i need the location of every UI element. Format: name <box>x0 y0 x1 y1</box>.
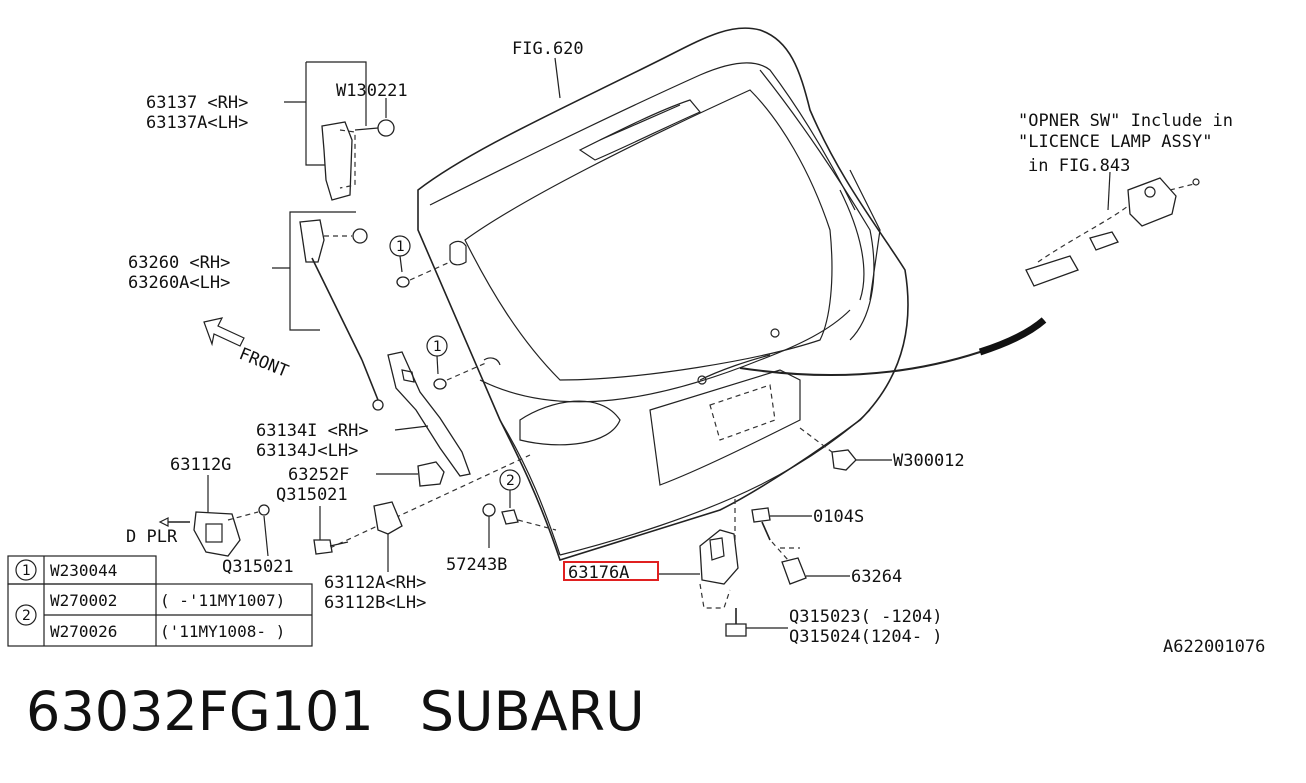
legend-part-w230044[interactable]: W230044 <box>50 561 117 580</box>
callout-1-lower-number: 1 <box>433 339 442 355</box>
footer: 63032FG101 SUBARU <box>26 680 645 743</box>
highlight-box-63176a <box>563 561 659 581</box>
part-63176a-latch <box>658 498 739 609</box>
fig-620-leader <box>554 57 561 99</box>
label-63260-rh[interactable]: 63260 <RH> <box>128 253 230 273</box>
label-q315021-lower[interactable]: Q315021 <box>222 557 294 577</box>
label-63134i-rh[interactable]: 63134I <RH> <box>256 421 369 441</box>
part-63134-trim <box>387 351 471 477</box>
label-w300012[interactable]: W300012 <box>893 451 965 471</box>
part-63112g-striker <box>158 475 270 557</box>
label-63112b-lh[interactable]: 63112B<LH> <box>324 593 426 613</box>
label-w130221[interactable]: W130221 <box>336 81 408 101</box>
label-63137-rh[interactable]: 63137 <RH> <box>146 93 248 113</box>
brand-name: SUBARU <box>419 680 645 743</box>
part-q315021-bolt <box>313 506 349 555</box>
label-63176a[interactable]: 63176A <box>568 563 629 583</box>
label-57243b[interactable]: 57243B <box>446 555 507 575</box>
label-0104s[interactable]: 0104S <box>813 507 864 527</box>
part-63137 <box>284 61 395 201</box>
part-57243b <box>482 503 496 548</box>
label-q315023[interactable]: Q315023( -1204) <box>789 607 943 627</box>
callout-2-number: 2 <box>506 473 515 489</box>
part-63252f <box>376 461 445 487</box>
label-63134j-lh[interactable]: 63134J<LH> <box>256 441 358 461</box>
label-q315021-upper[interactable]: Q315021 <box>276 485 348 505</box>
legend-note-w270002: ( -'11MY1007) <box>160 591 285 610</box>
diagram-code: A622001076 <box>1163 637 1265 657</box>
label-63112a-rh[interactable]: 63112A<RH> <box>324 573 426 593</box>
callout-1-top-number: 1 <box>396 239 405 255</box>
part-63260-strut <box>272 211 384 411</box>
front-arrow <box>203 317 245 347</box>
part-63264 <box>780 547 850 585</box>
part-opener-switch <box>739 171 1200 377</box>
label-63252f[interactable]: 63252F <box>288 465 349 485</box>
legend-part-w270002[interactable]: W270002 <box>50 591 117 610</box>
label-opener-line1[interactable]: "OPNER SW" Include in <box>1018 111 1233 131</box>
legend-key-2: 2 <box>22 608 31 624</box>
tailgate-drawing <box>417 27 909 561</box>
label-opener-line3[interactable]: in FIG.843 <box>1028 156 1130 176</box>
callout-2: 2 <box>499 469 557 531</box>
label-opener-line2[interactable]: "LICENCE LAMP ASSY" <box>1018 132 1212 152</box>
front-label[interactable]: FRONT <box>236 344 291 382</box>
label-63112g[interactable]: 63112G <box>170 455 231 475</box>
label-63264[interactable]: 63264 <box>851 567 902 587</box>
label-d-plr[interactable]: D PLR <box>126 527 178 547</box>
centerline <box>329 454 531 549</box>
part-w300012 <box>799 427 892 471</box>
part-63112a <box>373 501 403 572</box>
label-q315024[interactable]: Q315024(1204- ) <box>789 627 943 647</box>
part-0104s-bolt <box>751 507 812 561</box>
callout-1-lower: 1 <box>426 335 489 390</box>
legend-key-1: 1 <box>22 563 31 579</box>
legend-note-w270026: ('11MY1008- ) <box>160 622 285 641</box>
callout-1-top: 1 <box>389 235 451 288</box>
label-63260a-lh[interactable]: 63260A<LH> <box>128 273 230 293</box>
legend-part-w270026[interactable]: W270026 <box>50 622 117 641</box>
legend-table: 1 2 W230044 W270002 ( -'11MY1007) W27002… <box>7 555 313 647</box>
label-63137a-lh[interactable]: 63137A<LH> <box>146 113 248 133</box>
part-q315023-bolt <box>725 608 788 637</box>
fig-620-label[interactable]: FIG.620 <box>512 39 584 59</box>
part-number: 63032FG101 <box>26 680 374 743</box>
